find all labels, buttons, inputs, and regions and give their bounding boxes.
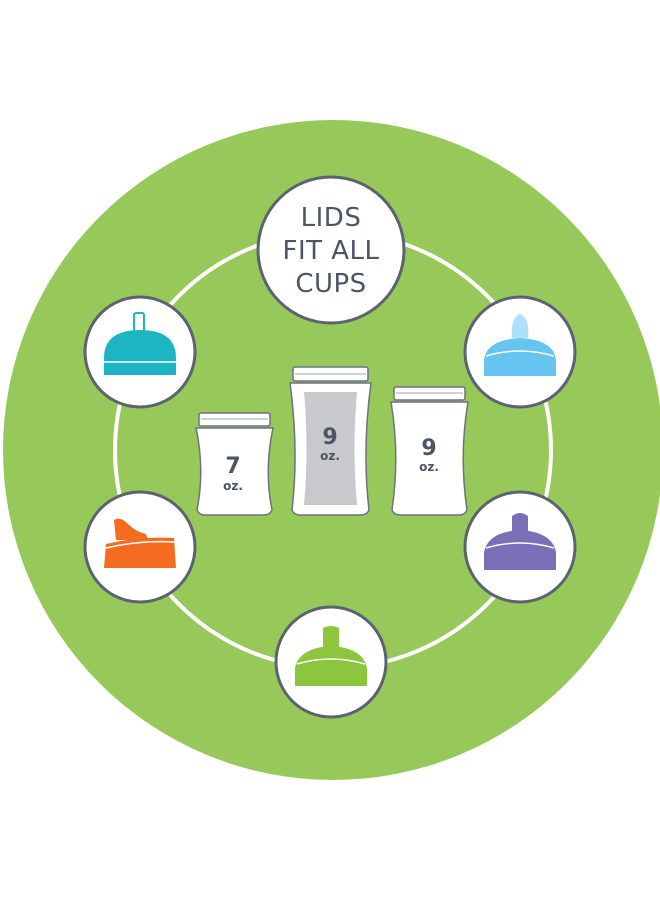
cup-unit-label: oz. — [223, 479, 243, 493]
lid-badge-purple — [463, 490, 577, 604]
cup-size-label: 7 — [225, 454, 240, 479]
title-line-3: CUPS — [295, 269, 366, 299]
light-blue-spout-lid-icon — [484, 314, 556, 376]
cup-7oz: 7 oz. — [195, 412, 274, 516]
teal-straw-lid-icon — [104, 312, 176, 375]
lid-badge-orange — [83, 490, 197, 604]
lid-badge-teal — [83, 295, 197, 409]
cup-size-label: 9 — [421, 436, 436, 461]
lid-badge-green — [274, 605, 388, 719]
lid-badge-light-blue — [463, 295, 577, 409]
cup-unit-label: oz. — [419, 460, 439, 474]
title-badge: LIDS FIT ALL CUPS — [256, 175, 406, 325]
green-spout-lid-icon — [295, 626, 367, 686]
purple-spout-lid-icon — [484, 513, 556, 570]
orange-flip-lid-icon — [104, 518, 176, 568]
title-line-1: LIDS — [301, 203, 362, 233]
cup-9oz-tall: 9 oz. — [289, 366, 372, 516]
title-line-2: FIT ALL — [282, 236, 379, 266]
cup-9oz: 9 oz. — [390, 386, 469, 516]
cup-unit-label: oz. — [320, 449, 340, 463]
cup-size-label: 9 — [322, 425, 337, 450]
